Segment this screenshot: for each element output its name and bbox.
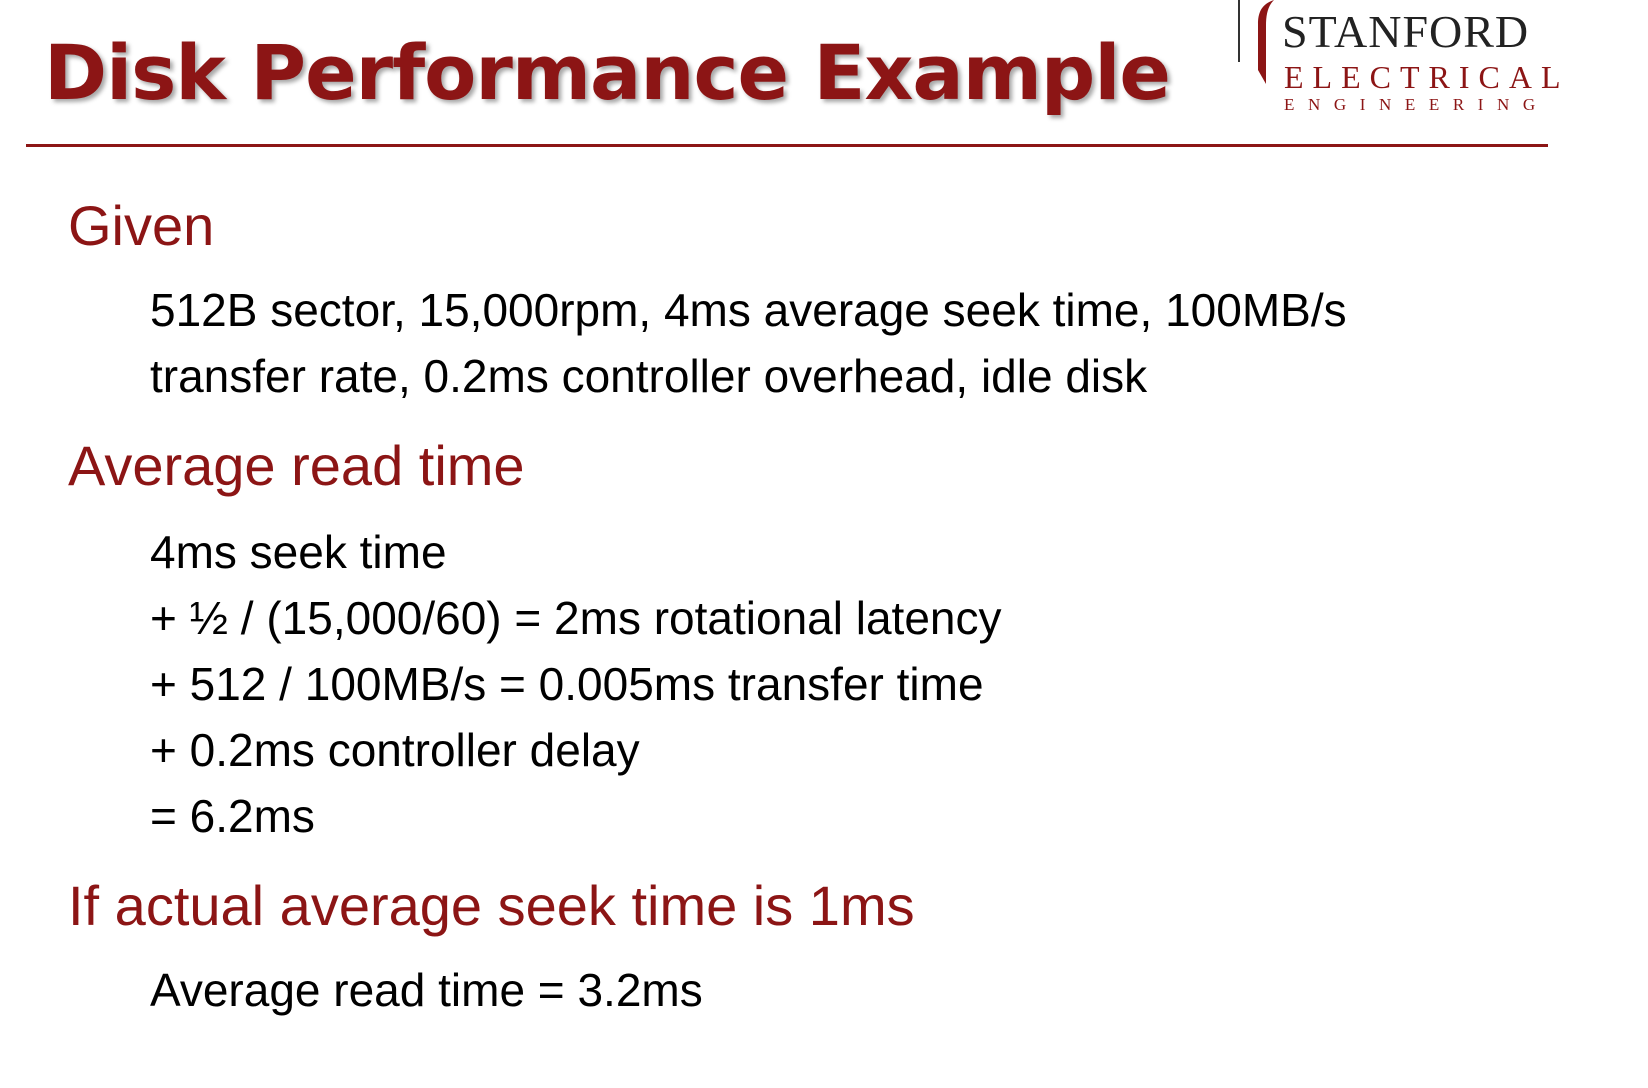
logo-mark-icon — [1258, 0, 1274, 84]
section-heading-if-seek-1ms: If actual average seek time is 1ms — [68, 874, 915, 937]
title-divider — [26, 144, 1548, 147]
calc-line-transfer: + 512 / 100MB/s = 0.005ms transfer time — [150, 658, 984, 710]
given-line-2: transfer rate, 0.2ms controller overhead… — [150, 350, 1148, 402]
slide-title: Disk Performance Example — [44, 28, 1171, 117]
section-heading-given: Given — [68, 194, 215, 257]
logo-text-electrical: ELECTRICAL — [1284, 59, 1570, 95]
result-line: Average read time = 3.2ms — [150, 964, 703, 1016]
stanford-ee-logo: STANFORD ELECTRICAL ENGINEERING — [1238, 0, 1648, 118]
section-heading-average-read-time: Average read time — [68, 434, 525, 497]
given-line-1: 512B sector, 15,000rpm, 4ms average seek… — [150, 284, 1347, 336]
logo-text-engineering: ENGINEERING — [1284, 95, 1549, 114]
calc-line-controller: + 0.2ms controller delay — [150, 724, 640, 776]
logo-text-stanford: STANFORD — [1282, 6, 1530, 57]
logo-divider — [1238, 0, 1240, 62]
calc-line-seek: 4ms seek time — [150, 526, 447, 578]
calc-line-rotational: + ½ / (15,000/60) = 2ms rotational laten… — [150, 592, 1002, 644]
calc-line-total: = 6.2ms — [150, 790, 315, 842]
